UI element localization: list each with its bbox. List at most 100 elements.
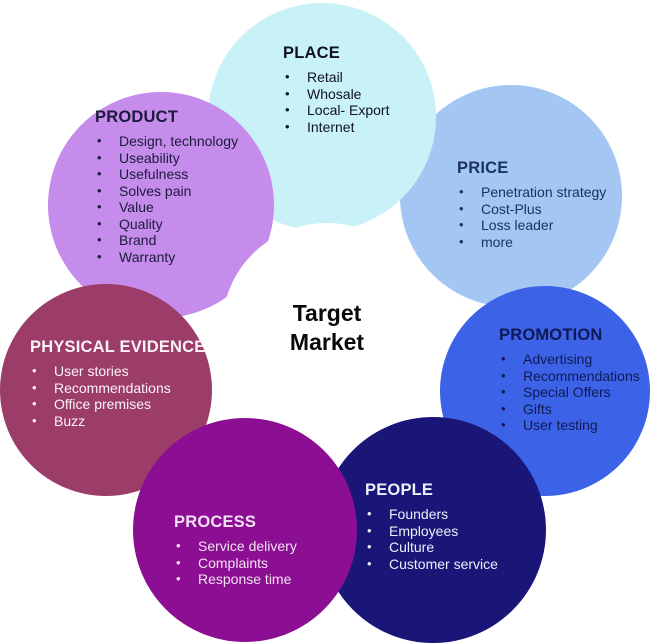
list-item: • Office premises: [32, 396, 205, 413]
price-section: PRICE •Penetration strategy •Cost-Plus •…: [457, 158, 606, 250]
list-item: • Advertising: [501, 351, 640, 368]
bullet-icon: •: [97, 182, 102, 198]
physical-evidence-list: • User stories •Recommendations • Office p…: [30, 363, 205, 429]
list-item: •Recommendations: [32, 380, 205, 397]
bullet-icon: •: [32, 396, 37, 411]
list-item-label: Quality: [119, 215, 163, 232]
price-list: •Penetration strategy •Cost-Plus •Loss l…: [457, 184, 606, 250]
process-section: PROCESS •Service delivery •Complaints •R…: [174, 512, 297, 588]
list-item-label: Recommendations: [523, 367, 640, 384]
list-item-label: User testing: [523, 417, 598, 433]
product-section: PRODUCT •Design, technology • Useability …: [95, 107, 238, 265]
list-item: • User stories: [32, 363, 205, 380]
product-list: •Design, technology • Useability • Usefuln…: [95, 133, 238, 265]
list-item: •Design, technology: [97, 133, 238, 150]
process-list: •Service delivery •Complaints •Response …: [174, 538, 297, 588]
list-item: • Gifts: [501, 401, 640, 418]
list-item: • Solves pain: [97, 183, 238, 200]
process-circle: [133, 418, 357, 642]
list-item-label: Usefulness: [119, 166, 189, 182]
list-item: •Culture: [367, 539, 498, 556]
list-item: • Useability: [97, 150, 238, 167]
place-section: PLACE •Retail • Whosale • Local- Export • I…: [283, 43, 389, 135]
list-item: •Cost-Plus: [459, 201, 606, 218]
list-item-label: Retail: [307, 69, 343, 85]
list-item-label: Gifts: [523, 400, 552, 417]
list-item: • Loss leader: [459, 217, 606, 234]
bullet-icon: •: [32, 379, 37, 395]
people-title: PEOPLE: [365, 481, 434, 499]
list-item: •Complaints: [176, 555, 297, 572]
list-item: • User testing: [501, 417, 640, 434]
list-item-label: Brand: [119, 232, 157, 248]
list-item: • Value: [97, 199, 238, 216]
list-item-label: Cost-Plus: [481, 200, 542, 217]
bullet-icon: •: [176, 571, 181, 586]
list-item-label: Internet: [307, 118, 355, 135]
bullet-icon: •: [501, 384, 506, 399]
bullet-icon: •: [459, 233, 464, 249]
list-item-label: Useability: [119, 149, 180, 166]
bullet-icon: •: [32, 412, 37, 428]
price-title: PRICE: [457, 159, 509, 177]
list-item-label: Office premises: [54, 396, 151, 412]
place-list: •Retail • Whosale • Local- Export • Interne…: [283, 69, 389, 135]
list-item: • Founders: [367, 506, 498, 523]
bullet-icon: •: [32, 363, 37, 378]
list-item-label: Response time: [198, 571, 292, 587]
bullet-icon: •: [501, 367, 506, 383]
target-market-line2: Market: [289, 329, 365, 355]
promotion-title: PROMOTION: [499, 326, 603, 344]
list-item-label: Whosale: [307, 85, 362, 102]
list-item-label: Special Offers: [523, 384, 611, 400]
bullet-icon: •: [176, 554, 181, 570]
list-item-label: Service delivery: [198, 538, 297, 554]
product-title: PRODUCT: [95, 108, 178, 126]
bullet-icon: •: [285, 85, 290, 101]
bullet-icon: •: [501, 417, 506, 432]
bullet-icon: •: [97, 133, 102, 148]
bullet-icon: •: [97, 166, 102, 181]
list-item: • Usefulness: [97, 166, 238, 183]
promotion-section: PROMOTION • Advertising • Recommendations …: [499, 325, 640, 434]
list-item-label: Advertising: [523, 351, 593, 367]
list-item: •Service delivery: [176, 538, 297, 555]
list-item-label: Value: [119, 199, 154, 215]
list-item-label: Solves pain: [119, 182, 192, 199]
bullet-icon: •: [501, 351, 506, 366]
process-title: PROCESS: [174, 513, 257, 531]
list-item-label: Loss leader: [481, 217, 554, 233]
list-item: •Retail: [285, 69, 389, 86]
bullet-icon: •: [97, 149, 102, 165]
list-item-label: Employees: [389, 522, 459, 539]
list-item: • Response time: [176, 571, 297, 588]
bullet-icon: •: [285, 118, 290, 134]
list-item: • Buzz: [32, 413, 205, 430]
list-item-label: Buzz: [54, 412, 86, 429]
target-market-line1: Target: [292, 300, 362, 326]
list-item-label: User stories: [54, 363, 129, 379]
list-item: • more: [459, 234, 606, 251]
target-market-label: Target Market: [290, 299, 364, 357]
bullet-icon: •: [459, 184, 464, 199]
bullet-icon: •: [501, 400, 506, 416]
place-title: PLACE: [283, 44, 340, 62]
people-section: PEOPLE •Founders •Employees •Culture •Cu…: [365, 480, 498, 572]
bullet-icon: •: [367, 522, 372, 538]
bullet-icon: •: [97, 199, 102, 214]
bullet-icon: •: [459, 217, 464, 232]
list-item: • Whosale: [285, 86, 389, 103]
bullet-icon: •: [367, 506, 372, 521]
list-item-label: Founders: [389, 506, 449, 522]
physical-evidence-section: PHYSICAL EVIDENCE • User stories •Recomme…: [30, 337, 205, 429]
physical-evidence-title: PHYSICAL EVIDENCE: [30, 338, 206, 356]
bullet-icon: •: [285, 102, 290, 117]
people-list: • Founders • Employees •Culture • Customer …: [365, 506, 498, 572]
list-item-label: Culture: [389, 539, 435, 555]
list-item-label: Local- Export: [307, 102, 390, 118]
list-item-label: Customer service: [389, 555, 498, 572]
promotion-list: • Advertising • Recommendations • Special O…: [499, 351, 640, 434]
list-item-label: more: [481, 233, 513, 250]
bullet-icon: •: [97, 232, 102, 247]
